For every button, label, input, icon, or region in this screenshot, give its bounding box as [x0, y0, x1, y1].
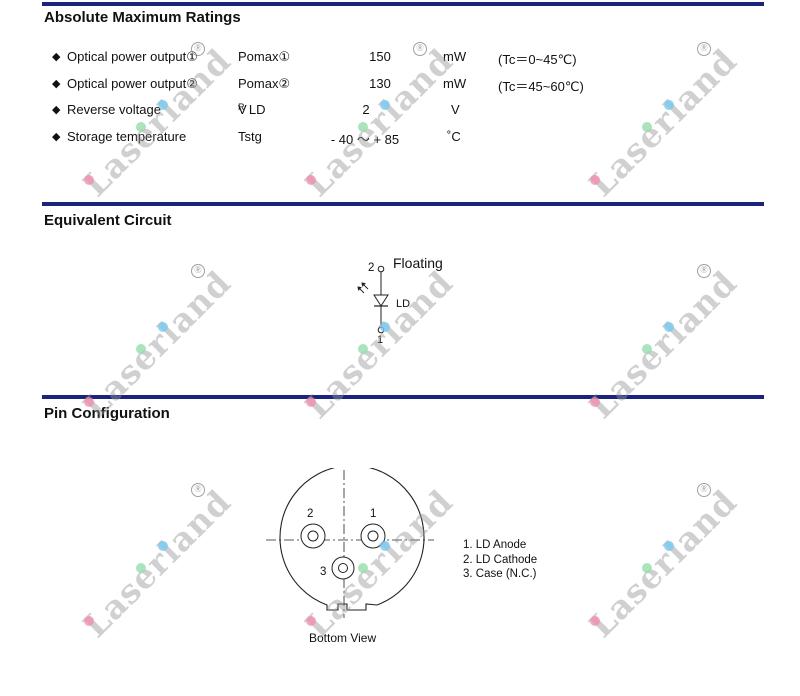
heading-equivalent-circuit: Equivalent Circuit	[44, 212, 172, 229]
rating-unit: mW	[443, 76, 467, 91]
pin-1-terminal	[377, 326, 385, 334]
pink-dot-icon	[84, 175, 94, 185]
pin-assignment-list: 1. LD Anode 2. LD Cathode 3. Case (N.C.)	[463, 538, 537, 582]
rating-value: - 40 ～ + 85	[330, 132, 400, 147]
registered-mark-icon: Ⓡ	[191, 264, 205, 278]
rating-symbol: Pomax①	[238, 49, 291, 64]
watermark-text: Laserland	[581, 481, 745, 645]
pin-1-label: 1	[370, 508, 377, 520]
bottom-view-label: Bottom View	[309, 631, 377, 645]
registered-mark-icon: Ⓡ	[697, 264, 711, 278]
circuit-pin-1-label: 1	[377, 334, 384, 346]
pin-2-label: 2	[307, 508, 314, 520]
rating-symbol: Tstg	[238, 129, 262, 144]
pink-dot-icon	[84, 616, 94, 626]
pin-2-terminal	[377, 265, 385, 273]
pin-3-hole	[338, 563, 348, 573]
watermark-text: Laserland	[581, 262, 745, 426]
pink-dot-icon	[306, 175, 316, 185]
package-outline	[279, 468, 425, 611]
watermark-text: Laserland	[75, 262, 239, 426]
green-dot-icon	[642, 563, 652, 573]
rating-symbol: Pomax②	[238, 76, 291, 91]
rating-unit: mW	[443, 49, 467, 64]
ratings-row: ◆ Optical power output② Pomax② 130 mW (T…	[0, 76, 800, 96]
watermark-text: Laserland	[75, 481, 239, 645]
green-dot-icon	[136, 563, 146, 573]
pink-dot-icon	[590, 175, 600, 185]
rating-name: Optical power output②	[67, 76, 198, 91]
diamond-bullet-icon: ◆	[52, 104, 61, 116]
blue-dot-icon	[664, 322, 674, 332]
diamond-bullet-icon: ◆	[52, 131, 61, 143]
registered-mark-icon: Ⓡ	[697, 483, 711, 497]
section-rule-circuit	[42, 202, 764, 206]
watermark: Laserland Ⓡ	[556, 456, 756, 656]
pin-assignment-item: 3. Case (N.C.)	[463, 568, 537, 580]
symbol-extra: LD	[248, 102, 266, 117]
rating-value: 130	[369, 76, 391, 91]
symbol-subscript: R	[238, 102, 245, 112]
rating-condition: (Tc＝0~45℃)	[498, 52, 577, 67]
circuit-ld-label: LD	[396, 298, 411, 310]
diamond-bullet-icon: ◆	[52, 78, 61, 90]
pin-assignment-item: 1. LD Anode	[463, 539, 527, 551]
rating-condition: (Tc＝45~60℃)	[498, 79, 584, 94]
ratings-row: ◆ Optical power output① Pomax① 150 mW (T…	[0, 49, 800, 69]
blue-dot-icon	[664, 541, 674, 551]
pink-dot-icon	[590, 616, 600, 626]
blue-dot-icon	[158, 541, 168, 551]
rating-unit: ˚C	[447, 129, 461, 144]
rating-unit: V	[451, 102, 460, 117]
section-rule-pins	[42, 395, 764, 399]
pin-2-hole	[307, 530, 319, 542]
watermark: Laserland Ⓡ	[556, 237, 756, 437]
circuit-floating-label: Floating	[393, 255, 443, 271]
rating-name: Reverse voltage	[67, 102, 161, 117]
rating-name: Optical power output①	[67, 49, 198, 64]
symbol-main: V	[238, 102, 247, 117]
pin-configuration-drawing	[266, 468, 434, 618]
heading-pin-configuration: Pin Configuration	[44, 405, 170, 422]
rating-value: 150	[369, 49, 391, 64]
watermark: Laserland Ⓡ	[50, 456, 250, 656]
ratings-row: ◆ Storage temperature Tstg - 40 ～ + 85 ˚…	[0, 129, 800, 149]
pin-1-hole	[367, 530, 379, 542]
heading-absolute-maximum-ratings: Absolute Maximum Ratings	[44, 9, 241, 26]
rating-name: Storage temperature	[67, 129, 187, 144]
light-emission-icon	[357, 282, 369, 294]
section-rule-top	[42, 2, 764, 6]
green-dot-icon	[136, 344, 146, 354]
rating-value: 2	[362, 102, 370, 117]
diode-icon	[373, 294, 389, 307]
pin-assignment-item: 2. LD Cathode	[463, 553, 538, 566]
diamond-bullet-icon: ◆	[52, 51, 61, 63]
green-dot-icon	[642, 344, 652, 354]
blue-dot-icon	[158, 322, 168, 332]
pin-3-label: 3	[320, 566, 327, 578]
circuit-pin-2-label: 2	[368, 262, 375, 274]
registered-mark-icon: Ⓡ	[191, 483, 205, 497]
